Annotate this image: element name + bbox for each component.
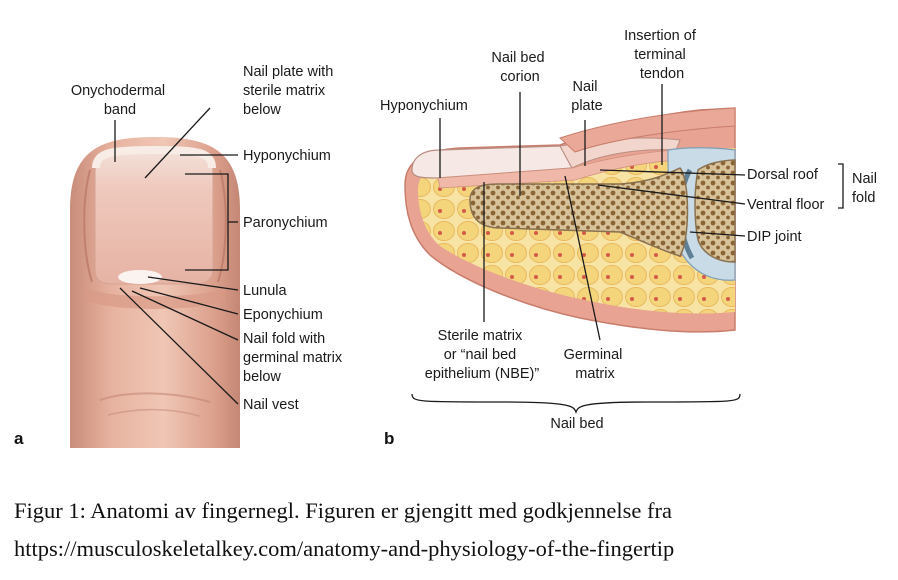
label-onychodermal-band: Onychodermal band: [71, 83, 169, 118]
knuckle-crease: [99, 392, 211, 403]
label-paronychium: Paronychium: [243, 215, 328, 231]
label-nail-vest: Nail vest: [243, 397, 299, 413]
proximal-nail-fold: [559, 107, 736, 153]
label-nail-bed: Nail bed: [550, 416, 603, 432]
label-germinal-matrix: Germinal matrix: [564, 347, 627, 382]
label-terminal-tendon: Insertion of terminal tendon: [624, 28, 700, 82]
label-dorsal-roof: Dorsal roof: [747, 167, 819, 183]
label-sterile-matrix: Sterile matrix or “nail bed epithelium (…: [425, 328, 540, 382]
middle-phalanx-head: [694, 159, 736, 263]
panel-b-illustration: [404, 107, 736, 333]
paronychium-fold: [83, 169, 93, 283]
onychodermal-band: [92, 145, 216, 169]
label-ventral-floor: Ventral floor: [747, 197, 825, 213]
panel-a-labels: Onychodermal band Nail plate with steril…: [14, 64, 346, 448]
label-lunula: Lunula: [243, 283, 287, 299]
paronychium-fold: [217, 169, 227, 283]
label-nail-plate: Nail plate with sterile matrix below: [243, 64, 337, 118]
knuckle-crease: [107, 408, 201, 417]
label-b-nail-plate: Nail plate: [571, 79, 602, 114]
label-nail-bed-corion: Nail bed corion: [491, 50, 548, 85]
nail-fold-skin: [85, 285, 225, 309]
panel-a-letter: a: [14, 429, 24, 448]
figure-caption-line-1: Figur 1: Anatomi av fingernegl. Figuren …: [14, 498, 672, 523]
panel-b-labels: Hyponychium Nail bed corion Nail plate I…: [380, 28, 881, 448]
panel-b-letter: b: [384, 429, 394, 448]
lunula: [118, 270, 162, 284]
label-dip-joint: DIP joint: [747, 229, 802, 245]
panel-a-leaders: [114, 107, 239, 405]
panel-b-leaders: [411, 84, 844, 415]
figure-caption-line-2: https://musculoskeletalkey.com/anatomy-a…: [14, 536, 675, 561]
label-eponychium: Eponychium: [243, 307, 323, 323]
label-hyponychium: Hyponychium: [243, 148, 331, 164]
label-b-nail-fold: Nail fold: [852, 171, 881, 206]
label-nail-fold: Nail fold with germinal matrix below: [243, 331, 346, 385]
label-b-hyponychium: Hyponychium: [380, 98, 468, 114]
